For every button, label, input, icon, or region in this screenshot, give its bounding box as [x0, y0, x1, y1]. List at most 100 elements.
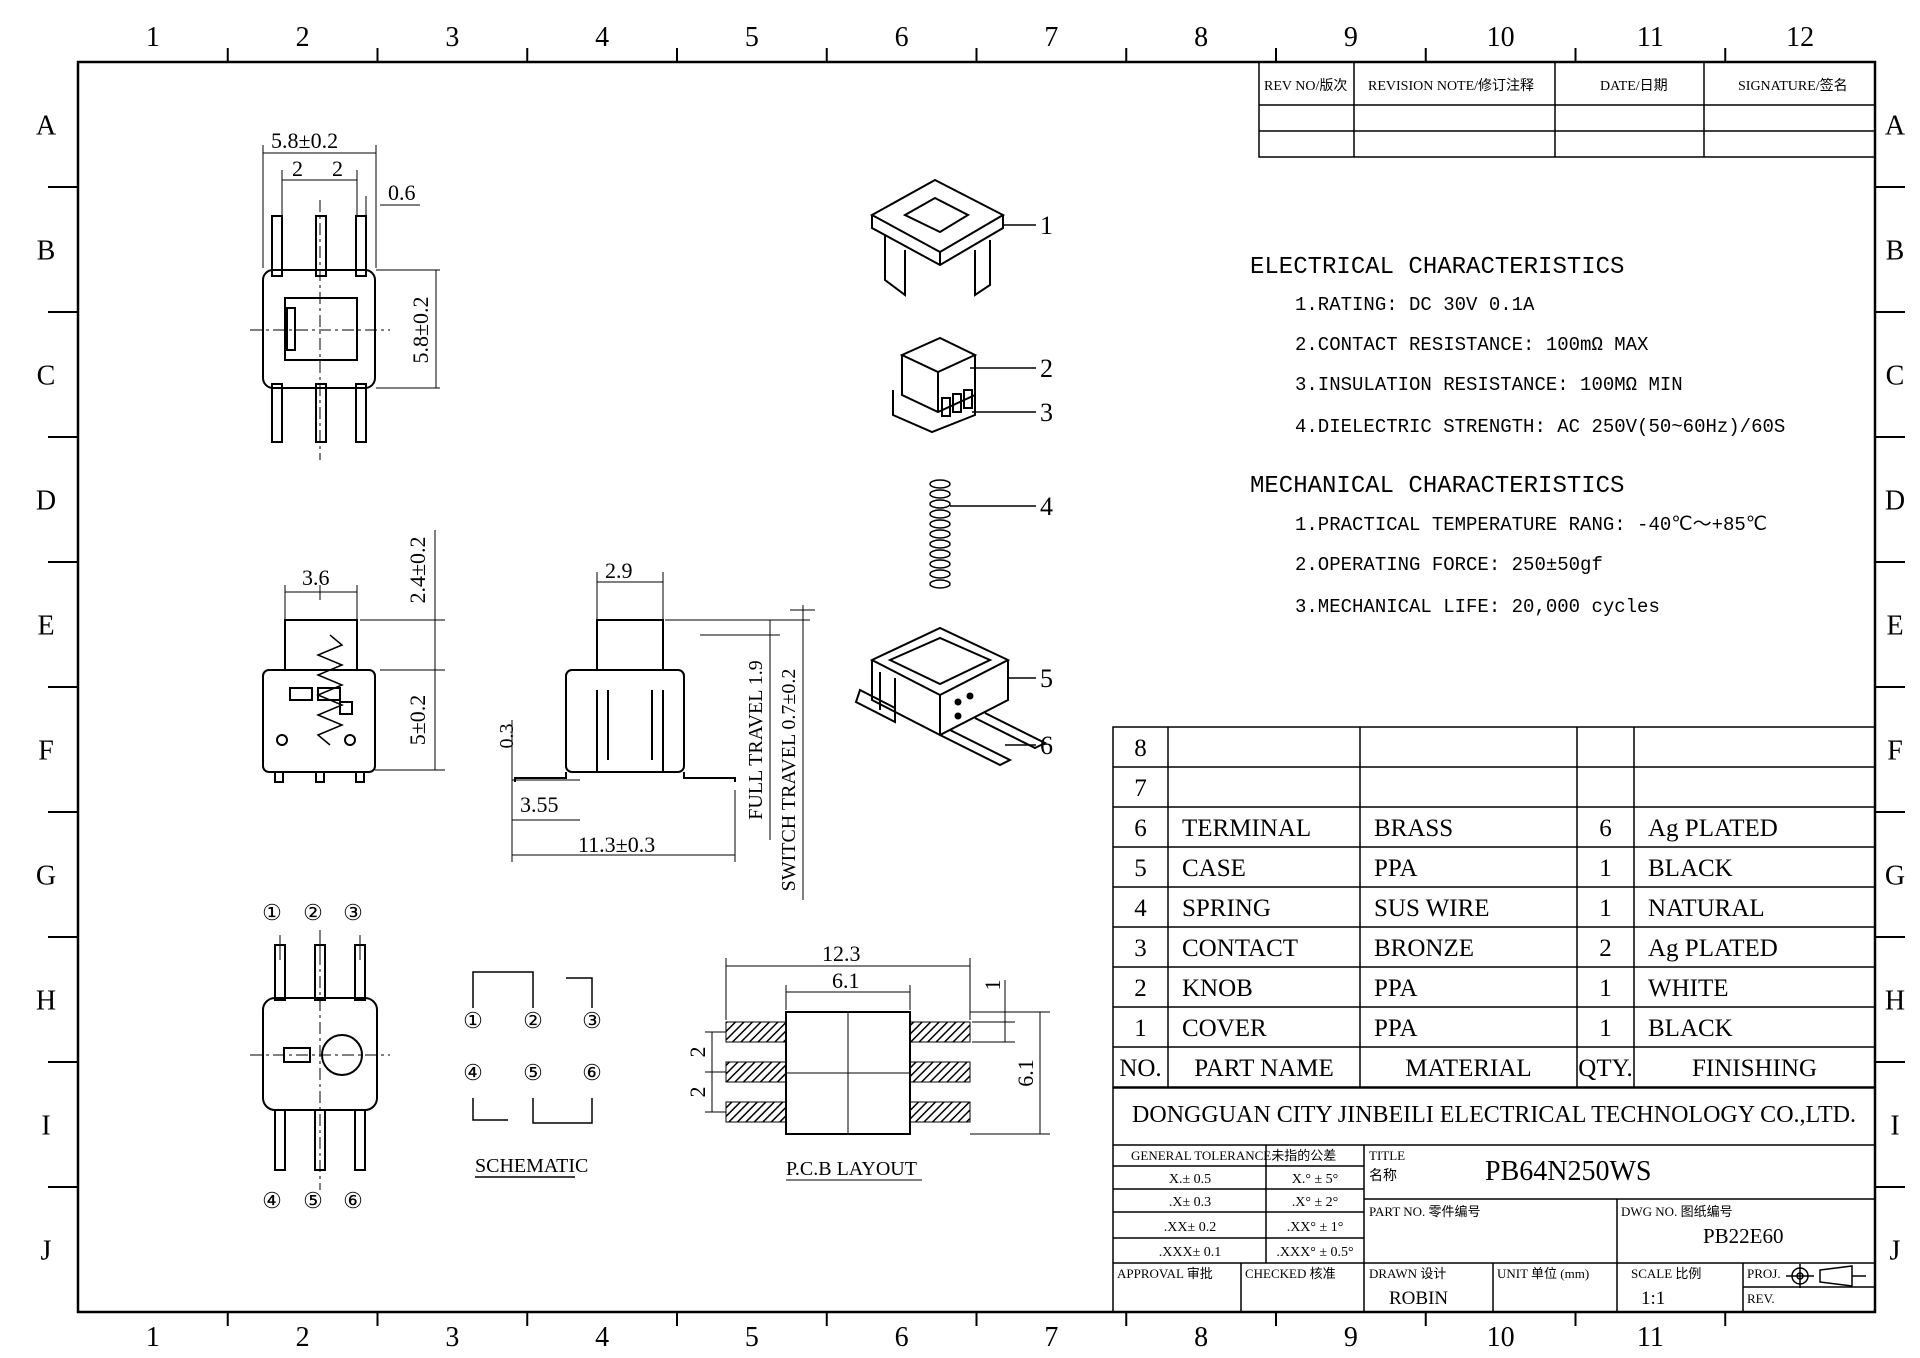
dim-side-knob-height: 2.4±0.2 [405, 536, 430, 603]
row-label: I [41, 1111, 50, 1142]
row-label: E [37, 611, 54, 642]
mechanical-item: 3.MECHANICAL LIFE: 20,000 cycles [1295, 596, 1660, 618]
bom-cell: SUS WIRE [1374, 895, 1490, 922]
pin-label: ④ [262, 1188, 282, 1213]
pcb-layout-label: P.C.B LAYOUT [786, 1158, 917, 1180]
general-tolerance-label: GENERAL TOLERANCE未指的公差 [1131, 1148, 1336, 1163]
column-label: 7 [1044, 1322, 1058, 1353]
proj-label: PROJ. [1747, 1266, 1781, 1281]
tolerance-angular: .XX° ± 1° [1287, 1220, 1344, 1235]
bom-cell: 4 [1134, 895, 1147, 922]
balloon-4: 4 [1040, 492, 1053, 521]
bom-cell: KNOB [1182, 975, 1253, 1002]
column-label: 12 [1786, 22, 1814, 53]
mechanical-item: 2.OPERATING FORCE: 250±50gf [1295, 554, 1603, 576]
dim-pcb-width: 12.3 [822, 941, 861, 966]
column-label: 9 [1344, 1322, 1358, 1353]
tolerance-angular: .XXX° ± 0.5° [1276, 1245, 1353, 1260]
part-knob [892, 336, 1036, 434]
side-view: 3.6 2.4±0.2 5±0.2 [262, 530, 445, 783]
scale-value: 1:1 [1641, 1288, 1665, 1309]
bom-cell: 2 [1134, 975, 1147, 1002]
part-no-label: PART NO. 零件编号 [1369, 1204, 1481, 1219]
zone-ticks [48, 48, 1905, 1326]
bom-cell: 6 [1134, 815, 1147, 842]
row-label: D [1885, 486, 1905, 517]
bom-cell: Ag PLATED [1648, 935, 1778, 962]
bom-cell: NATURAL [1648, 895, 1765, 922]
revision-table: REV NO/版次 REVISION NOTE/修订注释 DATE/日期 SIG… [1258, 61, 1876, 158]
bom-cell: 7 [1134, 775, 1147, 802]
dim-top-pitch-b: 2 [332, 156, 343, 181]
schematic-pin: ⑤ [523, 1060, 543, 1085]
row-label: I [1890, 1111, 1899, 1142]
column-label: 5 [745, 22, 759, 53]
pin-label: ① [262, 900, 282, 925]
bom-cell: BLACK [1648, 1015, 1733, 1042]
column-label: 4 [595, 22, 609, 53]
tolerance-angular: X.° ± 5° [1292, 1172, 1339, 1187]
mechanical-characteristics: MECHANICAL CHARACTERISTICS 1.PRACTICAL T… [1250, 473, 1767, 618]
row-label: J [1890, 1236, 1901, 1267]
rev-header-rev-no: REV NO/版次 [1264, 78, 1347, 94]
dim-pin-reach: 3.55 [520, 792, 559, 817]
exploded-view: 1 2 3 4 5 6 [854, 178, 1053, 767]
electrical-characteristics: ELECTRICAL CHARACTERISTICS 1.RATING: DC … [1250, 254, 1785, 438]
pin-label: ② [303, 900, 323, 925]
mechanical-title: MECHANICAL CHARACTERISTICS [1250, 473, 1624, 500]
dim-switch-travel: SWITCH TRAVEL 0.7±0.2 [778, 669, 800, 892]
projection-symbol-icon [1786, 1264, 1866, 1288]
row-label: H [36, 986, 56, 1017]
title-label-cn: 名称 [1369, 1168, 1397, 1184]
part-cover [869, 178, 1036, 297]
balloon-3: 3 [1040, 398, 1053, 427]
bom-cell: BLACK [1648, 855, 1733, 882]
column-label: 10 [1487, 22, 1515, 53]
bom-cell: TERMINAL [1182, 815, 1311, 842]
bom-cell: 1 [1599, 1015, 1612, 1042]
bom-cell: 1 [1599, 975, 1612, 1002]
row-label: G [36, 861, 56, 892]
electrical-item: 3.INSULATION RESISTANCE: 100MΩ MIN [1295, 374, 1683, 396]
rev-header-date: DATE/日期 [1600, 78, 1668, 94]
dim-top-width: 5.8±0.2 [271, 128, 338, 153]
drawn-value: ROBIN [1389, 1288, 1448, 1309]
bom-cell: 1 [1599, 855, 1612, 882]
row-label: B [37, 236, 56, 267]
electrical-title: ELECTRICAL CHARACTERISTICS [1250, 254, 1624, 281]
schematic: ① ② ③ ④ ⑤ ⑥ SCHEMATIC [463, 971, 602, 1178]
column-label: 6 [895, 1322, 909, 1353]
tolerance-linear: .X± 0.3 [1169, 1195, 1211, 1210]
bom-cell: Ag PLATED [1648, 815, 1778, 842]
column-label: 7 [1044, 22, 1058, 53]
bottom-view: ① ② ③ ④ ⑤ ⑥ [250, 900, 390, 1213]
row-label: J [41, 1236, 52, 1267]
column-label: 2 [296, 1322, 310, 1353]
bom-header-cell: MATERIAL [1405, 1055, 1531, 1082]
tolerance-linear: .XXX± 0.1 [1159, 1245, 1222, 1260]
front-view: 2.9 0.3 3.55 11.3±0.3 FULL TRAVEL 1.9 SW… [496, 558, 815, 900]
top-view: 5.8±0.2 2 2 0.6 5.8±0.2 [250, 128, 440, 460]
column-label: 10 [1487, 1322, 1515, 1353]
scale-label: SCALE 比例 [1631, 1266, 1701, 1281]
dim-pcb-pad: 1 [980, 980, 1005, 991]
pin-label: ③ [343, 900, 363, 925]
schematic-pin: ④ [463, 1060, 483, 1085]
dwg-no-label: DWG NO. 图纸编号 [1621, 1204, 1733, 1219]
balloon-2: 2 [1040, 354, 1053, 383]
bom-cell: BRASS [1374, 815, 1453, 842]
bom-cell: COVER [1182, 1015, 1267, 1042]
balloon-5: 5 [1040, 664, 1053, 693]
product-title: PB64N250WS [1485, 1156, 1651, 1187]
unit-label: UNIT 单位 (mm) [1497, 1266, 1589, 1281]
bom-cell: 8 [1134, 735, 1147, 762]
row-label: F [38, 736, 54, 767]
dim-full-travel: FULL TRAVEL 1.9 [745, 660, 767, 819]
rev-header-signature: SIGNATURE/签名 [1738, 77, 1848, 94]
dim-side-body-height: 5±0.2 [405, 695, 430, 746]
bom-cell: 1 [1599, 895, 1612, 922]
electrical-item: 1.RATING: DC 30V 0.1A [1295, 294, 1535, 316]
